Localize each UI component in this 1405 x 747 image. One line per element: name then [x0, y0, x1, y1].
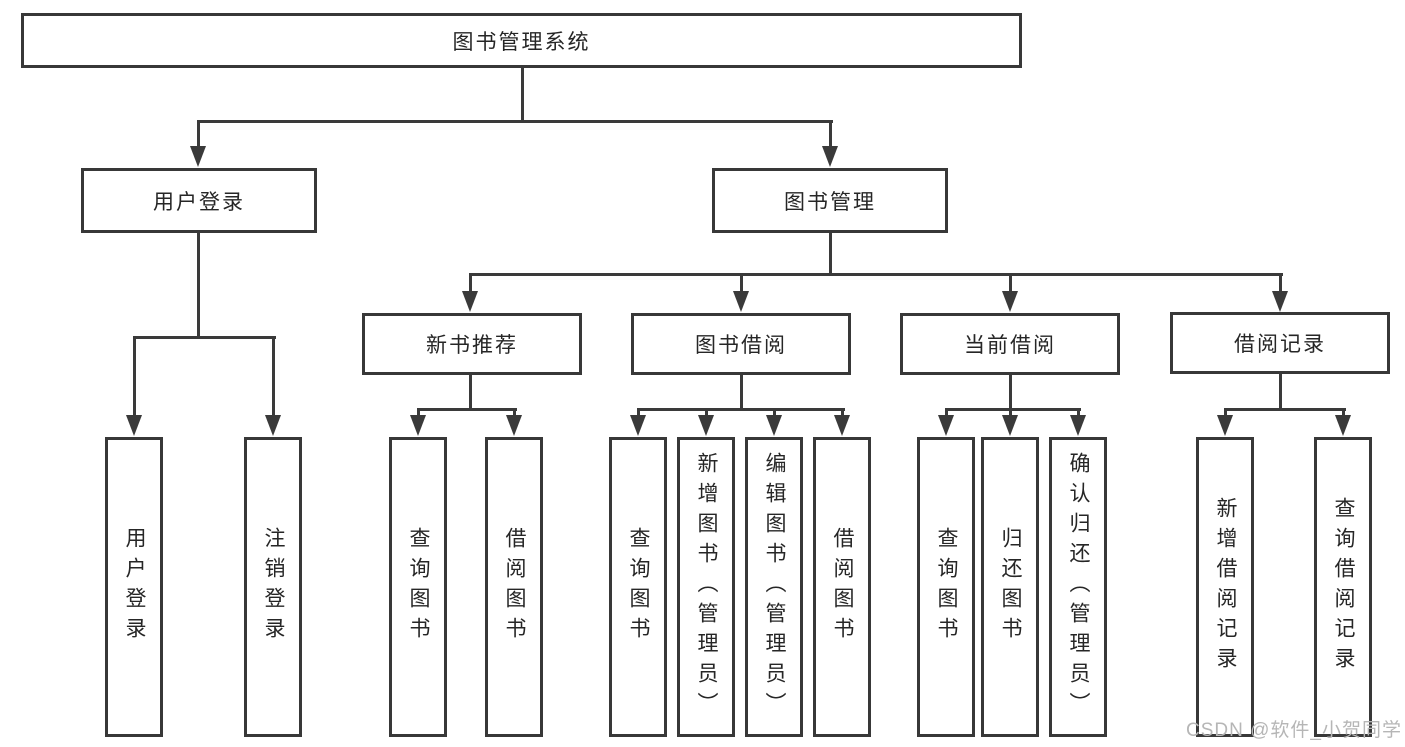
- leaf-return-book-label: 归还图书: [999, 527, 1022, 647]
- leaf-confirm-return-admin-label: 确认归还（管理员）: [1067, 452, 1090, 722]
- connector-line: [1342, 408, 1345, 418]
- csdn-watermark: CSDN @软件_小贺同学: [1186, 720, 1402, 741]
- arrowhead: [834, 415, 850, 436]
- connector-line: [1224, 408, 1227, 418]
- node-current-borrow-label: 当前借阅: [964, 334, 1056, 357]
- arrowhead: [190, 146, 206, 167]
- leaf-return-book: 归还图书: [981, 437, 1039, 737]
- arrowhead: [1002, 291, 1018, 312]
- connector-line: [841, 408, 844, 418]
- connector-line: [1279, 273, 1282, 294]
- connector-line: [740, 273, 743, 294]
- connector-line: [469, 273, 472, 294]
- connector-line: [469, 273, 1283, 276]
- leaf-edit-book-admin: 编辑图书（管理员）: [745, 437, 803, 737]
- leaf-confirm-return-admin: 确认归还（管理员）: [1049, 437, 1107, 737]
- leaf-edit-book-admin-label: 编辑图书（管理员）: [763, 452, 786, 722]
- node-current-borrow: 当前借阅: [900, 313, 1120, 375]
- connector-line: [829, 120, 832, 149]
- connector-line: [705, 408, 708, 418]
- connector-line: [740, 375, 743, 411]
- connector-line: [1279, 374, 1282, 411]
- arrowhead: [506, 415, 522, 436]
- arrowhead: [1335, 415, 1351, 436]
- leaf-borrow-book-label: 借阅图书: [831, 527, 854, 647]
- connector-line: [521, 68, 524, 123]
- connector-line: [469, 375, 472, 411]
- node-user-login: 用户登录: [81, 168, 317, 233]
- leaf-logout: 注销登录: [244, 437, 302, 737]
- connector-line: [1077, 408, 1080, 418]
- connector-line: [513, 408, 516, 418]
- leaf-add-borrow-record: 新增借阅记录: [1196, 437, 1254, 737]
- connector-line: [133, 336, 136, 418]
- arrowhead: [462, 291, 478, 312]
- connector-line: [1009, 273, 1012, 294]
- connector-line: [1009, 408, 1012, 418]
- arrowhead: [1002, 415, 1018, 436]
- arrowhead: [938, 415, 954, 436]
- arrowhead: [410, 415, 426, 436]
- node-borrow-records-label: 借阅记录: [1234, 333, 1326, 356]
- leaf-query-borrow-record: 查询借阅记录: [1314, 437, 1372, 737]
- leaf-logout-label: 注销登录: [262, 527, 285, 647]
- arrowhead: [1272, 291, 1288, 312]
- leaf-query-book-borrow: 查询图书: [609, 437, 667, 737]
- connector-line: [945, 408, 1081, 411]
- leaf-add-book-admin: 新增图书（管理员）: [677, 437, 735, 737]
- node-book-management: 图书管理: [712, 168, 948, 233]
- connector-line: [945, 408, 948, 418]
- node-book-borrow: 图书借阅: [631, 313, 851, 375]
- node-book-management-label: 图书管理: [784, 190, 876, 214]
- arrowhead: [1070, 415, 1086, 436]
- leaf-query-book-recommend: 查询图书: [389, 437, 447, 737]
- arrowhead: [822, 146, 838, 167]
- arrowhead: [766, 415, 782, 436]
- connector-line: [637, 408, 640, 418]
- leaf-user-login: 用户登录: [105, 437, 163, 737]
- leaf-query-book-recommend-label: 查询图书: [407, 527, 430, 647]
- connector-line: [272, 336, 275, 418]
- leaf-query-book-borrow-label: 查询图书: [627, 527, 650, 647]
- node-new-book-recommend: 新书推荐: [362, 313, 582, 375]
- node-borrow-records: 借阅记录: [1170, 312, 1390, 374]
- leaf-borrow-book-recommend-label: 借阅图书: [503, 527, 526, 647]
- connector-line: [197, 232, 200, 339]
- arrowhead: [126, 415, 142, 436]
- arrowhead: [1217, 415, 1233, 436]
- connector-line: [773, 408, 776, 418]
- arrowhead: [733, 291, 749, 312]
- node-root: 图书管理系统: [21, 13, 1022, 68]
- connector-line: [1009, 375, 1012, 411]
- leaf-add-book-admin-label: 新增图书（管理员）: [695, 452, 718, 722]
- arrowhead: [265, 415, 281, 436]
- node-root-label: 图书管理系统: [452, 30, 591, 54]
- connector-line: [1224, 408, 1346, 411]
- node-user-login-label: 用户登录: [153, 190, 245, 214]
- connector-line: [197, 120, 833, 123]
- arrowhead: [698, 415, 714, 436]
- leaf-query-book-current-label: 查询图书: [935, 527, 958, 647]
- leaf-add-borrow-record-label: 新增借阅记录: [1214, 497, 1237, 677]
- leaf-user-login-label: 用户登录: [123, 527, 146, 647]
- connector-line: [829, 233, 832, 275]
- arrowhead: [630, 415, 646, 436]
- node-new-book-recommend-label: 新书推荐: [426, 334, 518, 357]
- connector-line: [133, 336, 276, 339]
- connector-line: [417, 408, 420, 418]
- connector-line: [637, 408, 845, 411]
- connector-line: [417, 408, 517, 411]
- leaf-query-borrow-record-label: 查询借阅记录: [1332, 497, 1355, 677]
- leaf-borrow-book-recommend: 借阅图书: [485, 437, 543, 737]
- leaf-query-book-current: 查询图书: [917, 437, 975, 737]
- connector-line: [197, 120, 200, 149]
- leaf-borrow-book: 借阅图书: [813, 437, 871, 737]
- node-book-borrow-label: 图书借阅: [695, 334, 787, 357]
